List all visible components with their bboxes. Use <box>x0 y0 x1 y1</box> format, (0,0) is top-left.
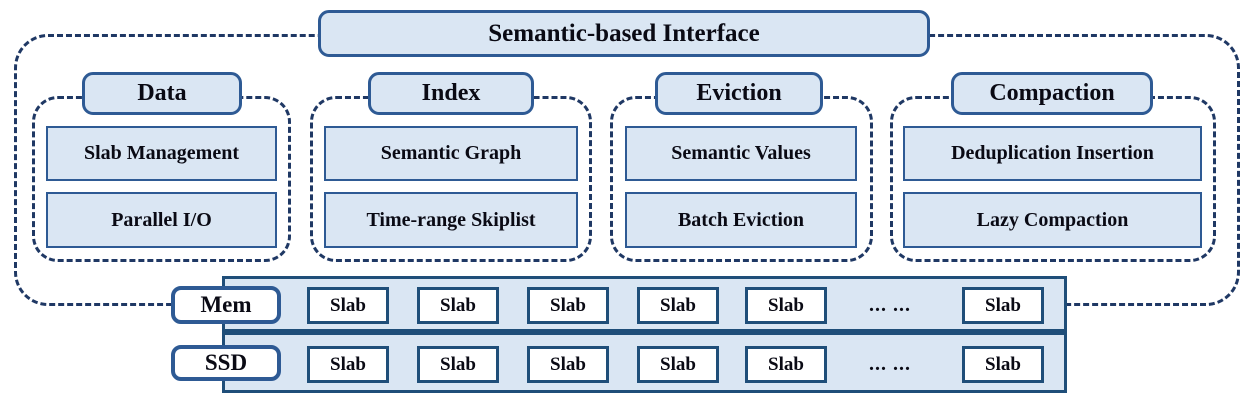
slab-box: Slab <box>527 287 609 324</box>
group-compaction-header: Compaction <box>951 72 1153 115</box>
slab-ellipsis: ... ... <box>869 353 911 375</box>
item-parallel-io: Parallel I/O <box>46 192 277 248</box>
slab-box: Slab <box>745 287 827 324</box>
slab-box: Slab <box>527 346 609 383</box>
slab-box: Slab <box>745 346 827 383</box>
item-lazy-compaction: Lazy Compaction <box>903 192 1202 248</box>
slab-box: Slab <box>637 287 719 324</box>
item-time-range-skiplist: Time-range Skiplist <box>324 192 578 248</box>
slab-box: Slab <box>962 287 1044 324</box>
item-slab-management: Slab Management <box>46 126 277 181</box>
item-semantic-graph: Semantic Graph <box>324 126 578 181</box>
item-batch-eviction: Batch Eviction <box>625 192 857 248</box>
group-index-header: Index <box>368 72 534 115</box>
item-deduplication-insertion: Deduplication Insertion <box>903 126 1202 181</box>
semantic-interface-box: Semantic-based Interface <box>318 10 930 57</box>
slab-box: Slab <box>637 346 719 383</box>
group-eviction-header: Eviction <box>655 72 823 115</box>
slab-box: Slab <box>307 346 389 383</box>
item-semantic-values: Semantic Values <box>625 126 857 181</box>
slab-box: Slab <box>962 346 1044 383</box>
ssd-label: SSD <box>171 345 281 381</box>
slab-box: Slab <box>417 346 499 383</box>
group-data-header: Data <box>82 72 242 115</box>
slab-ellipsis: ... ... <box>869 294 911 316</box>
mem-label: Mem <box>171 286 281 324</box>
slab-box: Slab <box>417 287 499 324</box>
slab-box: Slab <box>307 287 389 324</box>
